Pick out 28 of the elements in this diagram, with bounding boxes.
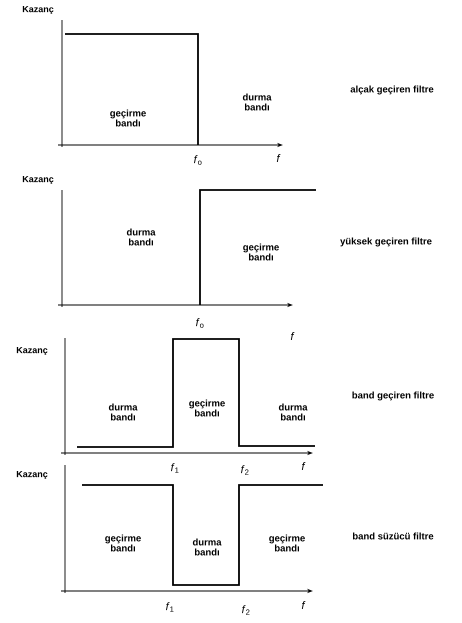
- tick-label: f$_{o}$: [196, 318, 204, 328]
- band-label: durma bandı: [108, 404, 138, 420]
- tick-label: f$_{2}$: [242, 605, 250, 615]
- band-label: geçirme bandı: [189, 400, 225, 416]
- filter-name: band süzücü filtre: [352, 532, 434, 540]
- band-label: geçirme bandı: [110, 110, 146, 126]
- axis-label: Kazanç: [16, 470, 48, 480]
- tick-label: f: [276, 154, 280, 162]
- axis-label: Kazanç: [16, 346, 48, 356]
- tick-label: f$_{o}$: [194, 155, 202, 165]
- filter-name: yüksek geçiren filtre: [340, 238, 432, 246]
- axis-label: Kazanç: [22, 6, 54, 14]
- band-label: durma bandı: [126, 228, 156, 246]
- band-label: durma bandı: [278, 404, 308, 420]
- tick-label: f: [302, 601, 306, 609]
- band-label: durma bandı: [192, 538, 222, 556]
- tick-label: f$_{1}$: [166, 602, 174, 612]
- band-label: geçirme bandı: [243, 244, 279, 260]
- filter-name: band geçiren filtre: [352, 392, 434, 400]
- tick-label: f$_{2}$: [240, 465, 248, 475]
- tick-label: f: [302, 462, 306, 470]
- axis-label: Kazanç: [22, 176, 54, 184]
- tick-label: f$_{1}$: [170, 463, 179, 473]
- filter-name: alçak geçiren filtre: [350, 86, 434, 94]
- band-label: geçirme bandı: [105, 534, 141, 552]
- tick-label: f: [290, 332, 294, 340]
- band-label: durma bandı: [242, 94, 272, 110]
- band-label: geçirme bandı: [269, 534, 305, 552]
